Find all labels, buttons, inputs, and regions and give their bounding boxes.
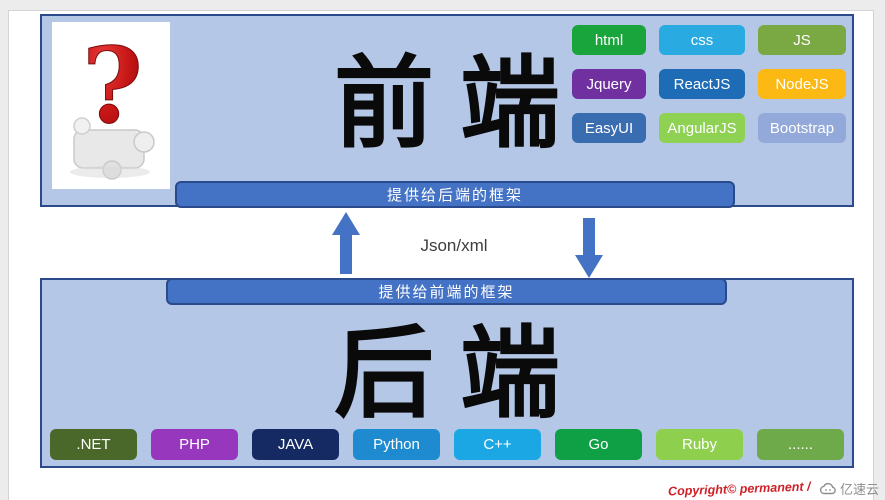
backend-tech-tag: Python	[353, 429, 440, 460]
backend-title: 后端	[334, 318, 586, 430]
cloud-icon	[819, 482, 836, 495]
frontend-tech-tag: css	[659, 25, 745, 55]
frontend-tech-tag: Jquery	[572, 69, 646, 99]
backend-tag-row: .NET PHP JAVA Python C++ Go Ruby......	[50, 429, 844, 460]
frontend-tech-tag: ReactJS	[659, 69, 745, 99]
copyright-text: Copyright© permanent /	[668, 479, 812, 498]
arrow-up-icon	[332, 212, 360, 279]
frontend-tech-tag: html	[572, 25, 646, 55]
backend-tech-tag: JAVA	[252, 429, 339, 460]
question-puzzle-icon: ?	[70, 24, 155, 180]
frontend-tech-tag: AngularJS	[659, 113, 745, 143]
frontend-tech-tag: EasyUI	[572, 113, 646, 143]
brand-name: 亿速云	[839, 482, 879, 497]
arrow-down-icon	[575, 218, 603, 283]
frontend-tech-tag: JS	[758, 25, 846, 55]
backend-tech-tag: Go	[555, 429, 642, 460]
framework-for-backend-bar: 提供给后端的框架	[175, 181, 735, 208]
connector-label: Json/xml	[420, 236, 488, 255]
backend-tech-tag: Ruby	[656, 429, 743, 460]
backend-panel: 提供给前端的框架 后端 .NET PHP JAVA Python C++ Go Ruby..…	[40, 278, 854, 468]
backend-tech-tag: ......	[757, 429, 844, 460]
brand-logo: 亿速云	[819, 479, 879, 498]
backend-tech-tag: PHP	[151, 429, 238, 460]
question-mark-image: ?	[52, 22, 170, 189]
frontend-tech-tag: NodeJS	[758, 69, 846, 99]
frontend-tech-tag: Bootstrap	[758, 113, 846, 143]
framework-for-frontend-bar: 提供给前端的框架	[166, 278, 727, 305]
frontend-title: 前端	[334, 48, 586, 160]
backend-tech-tag: .NET	[50, 429, 137, 460]
svg-text:?: ?	[82, 24, 143, 147]
backend-tech-tag: C++	[454, 429, 541, 460]
footer-watermark: Copyright© permanent / 亿速云	[668, 479, 879, 498]
